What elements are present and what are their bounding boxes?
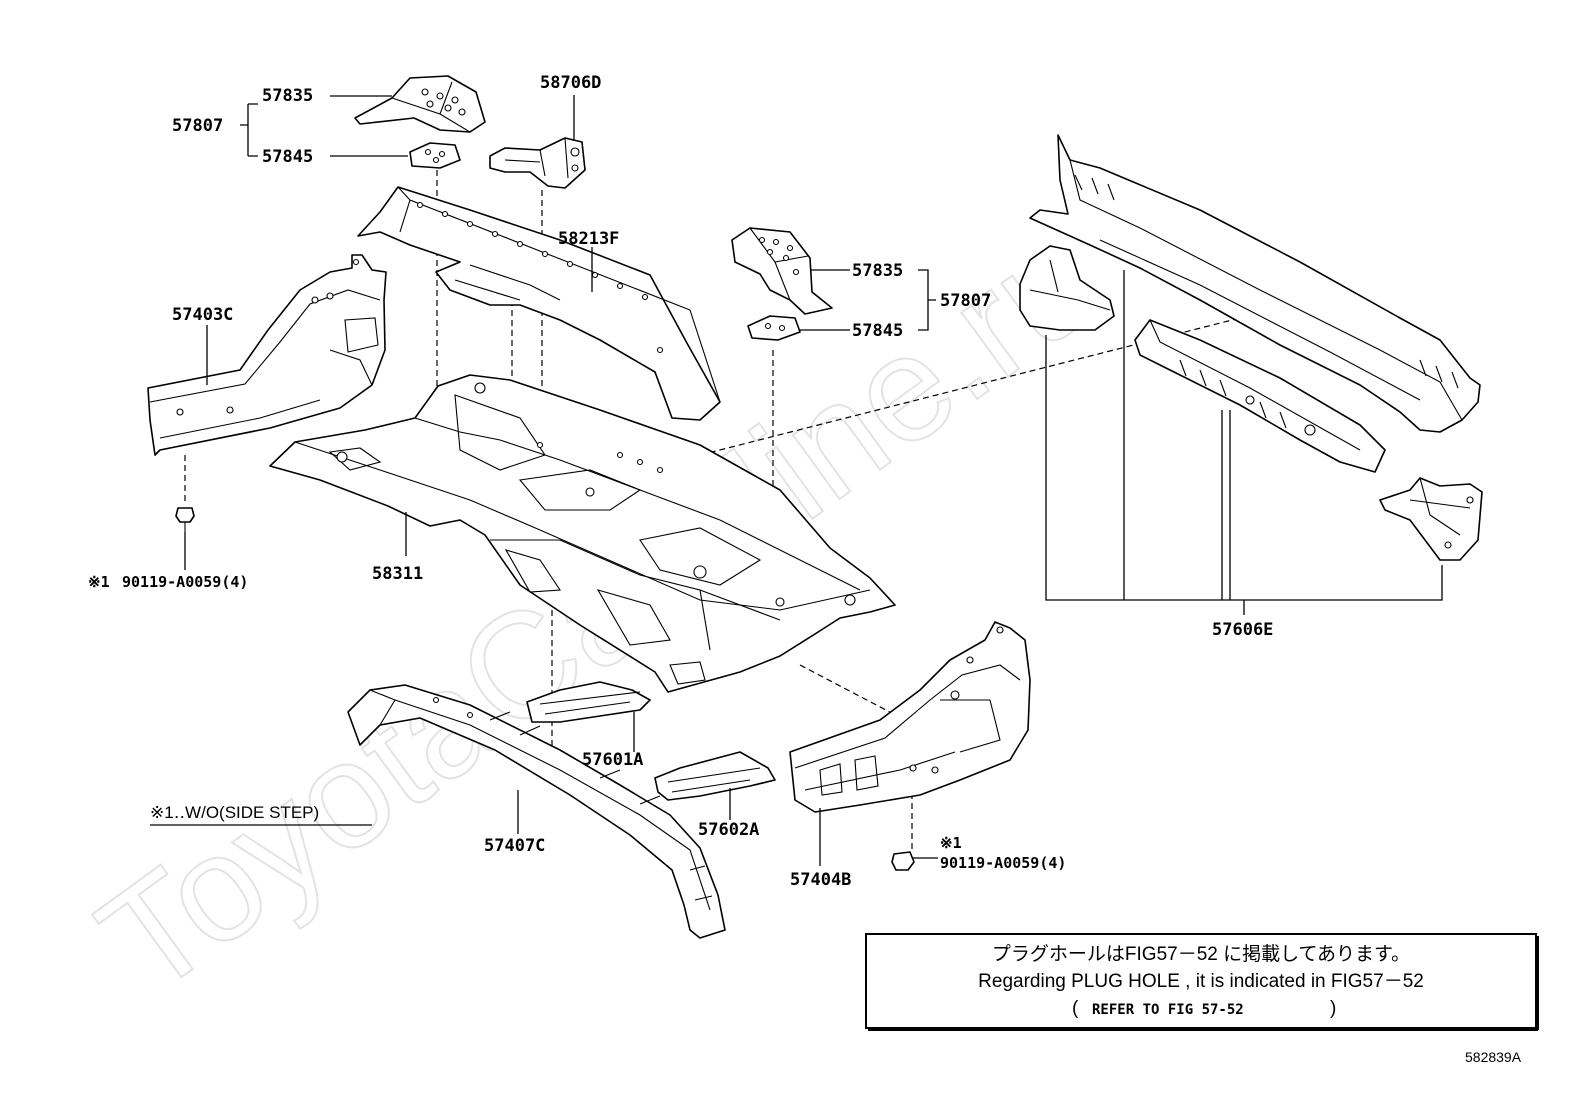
bolt-right — [891, 851, 915, 871]
part-58311-floor-pan — [269, 374, 896, 693]
label-57404B: 57404B — [790, 870, 851, 890]
label-57601A: 57601A — [582, 750, 643, 770]
label-57807-group-a: 57807 — [172, 116, 223, 136]
figure-code: 582839A — [1465, 1049, 1522, 1065]
note-ref-close: ) — [1330, 998, 1336, 1019]
part-57606E-rear-members — [1019, 134, 1483, 561]
label-57403C: 57403C — [172, 305, 233, 325]
label-bolt-left-code: 90119-A0059(4) — [122, 573, 248, 591]
bolt-left — [175, 507, 195, 532]
part-57845-right — [747, 315, 801, 341]
label-bolt-right-code: 90119-A0059(4) — [940, 854, 1066, 872]
part-57407C-sill — [347, 684, 726, 939]
label-58213F: 58213F — [558, 229, 619, 249]
label-57845-a: 57845 — [262, 147, 313, 167]
part-57602A-member — [654, 751, 776, 801]
label-57602A: 57602A — [698, 820, 759, 840]
part-57835-right — [731, 227, 833, 315]
part-57404B-side-panel — [789, 621, 1031, 813]
label-57407C: 57407C — [484, 836, 545, 856]
label-58311: 58311 — [372, 564, 423, 584]
label-57835-b: 57835 — [852, 261, 903, 281]
label-57835-a: 57835 — [262, 86, 313, 106]
leader-lines — [150, 95, 1443, 866]
part-57601A-member — [526, 681, 651, 723]
legend-note: ※1‥W/O(SIDE STEP) — [150, 803, 319, 822]
label-57845-b: 57845 — [852, 321, 903, 341]
note-ref-line: REFER TO FIG 57-52 — [1092, 1002, 1244, 1018]
part-58213F-rail — [357, 186, 721, 421]
note-japanese-line: プラグホールはFIG57－52 に掲載してあります。 — [992, 943, 1410, 965]
label-58706D: 58706D — [540, 73, 601, 93]
part-57845-top — [409, 142, 461, 169]
note-ref-open: ( — [1072, 998, 1079, 1019]
rail-holes — [416, 201, 664, 354]
part-labels: 57807 57835 57845 58706D 58213F 57835 57… — [88, 73, 1273, 890]
label-bolt-right-mark: ※1 — [940, 834, 962, 852]
part-58706D-bracket — [489, 137, 586, 189]
label-57807-group-b: 57807 — [940, 291, 991, 311]
part-57403C-side-panel — [147, 254, 387, 456]
plug-hole-note-box: プラグホールはFIG57－52 に掲載してあります。 Regarding PLU… — [865, 933, 1539, 1031]
label-bolt-left-mark: ※1 — [88, 573, 110, 591]
note-english-line: Regarding PLUG HOLE , it is indicated in… — [978, 971, 1424, 992]
part-57835-top — [354, 75, 486, 133]
label-57606E: 57606E — [1212, 620, 1273, 640]
